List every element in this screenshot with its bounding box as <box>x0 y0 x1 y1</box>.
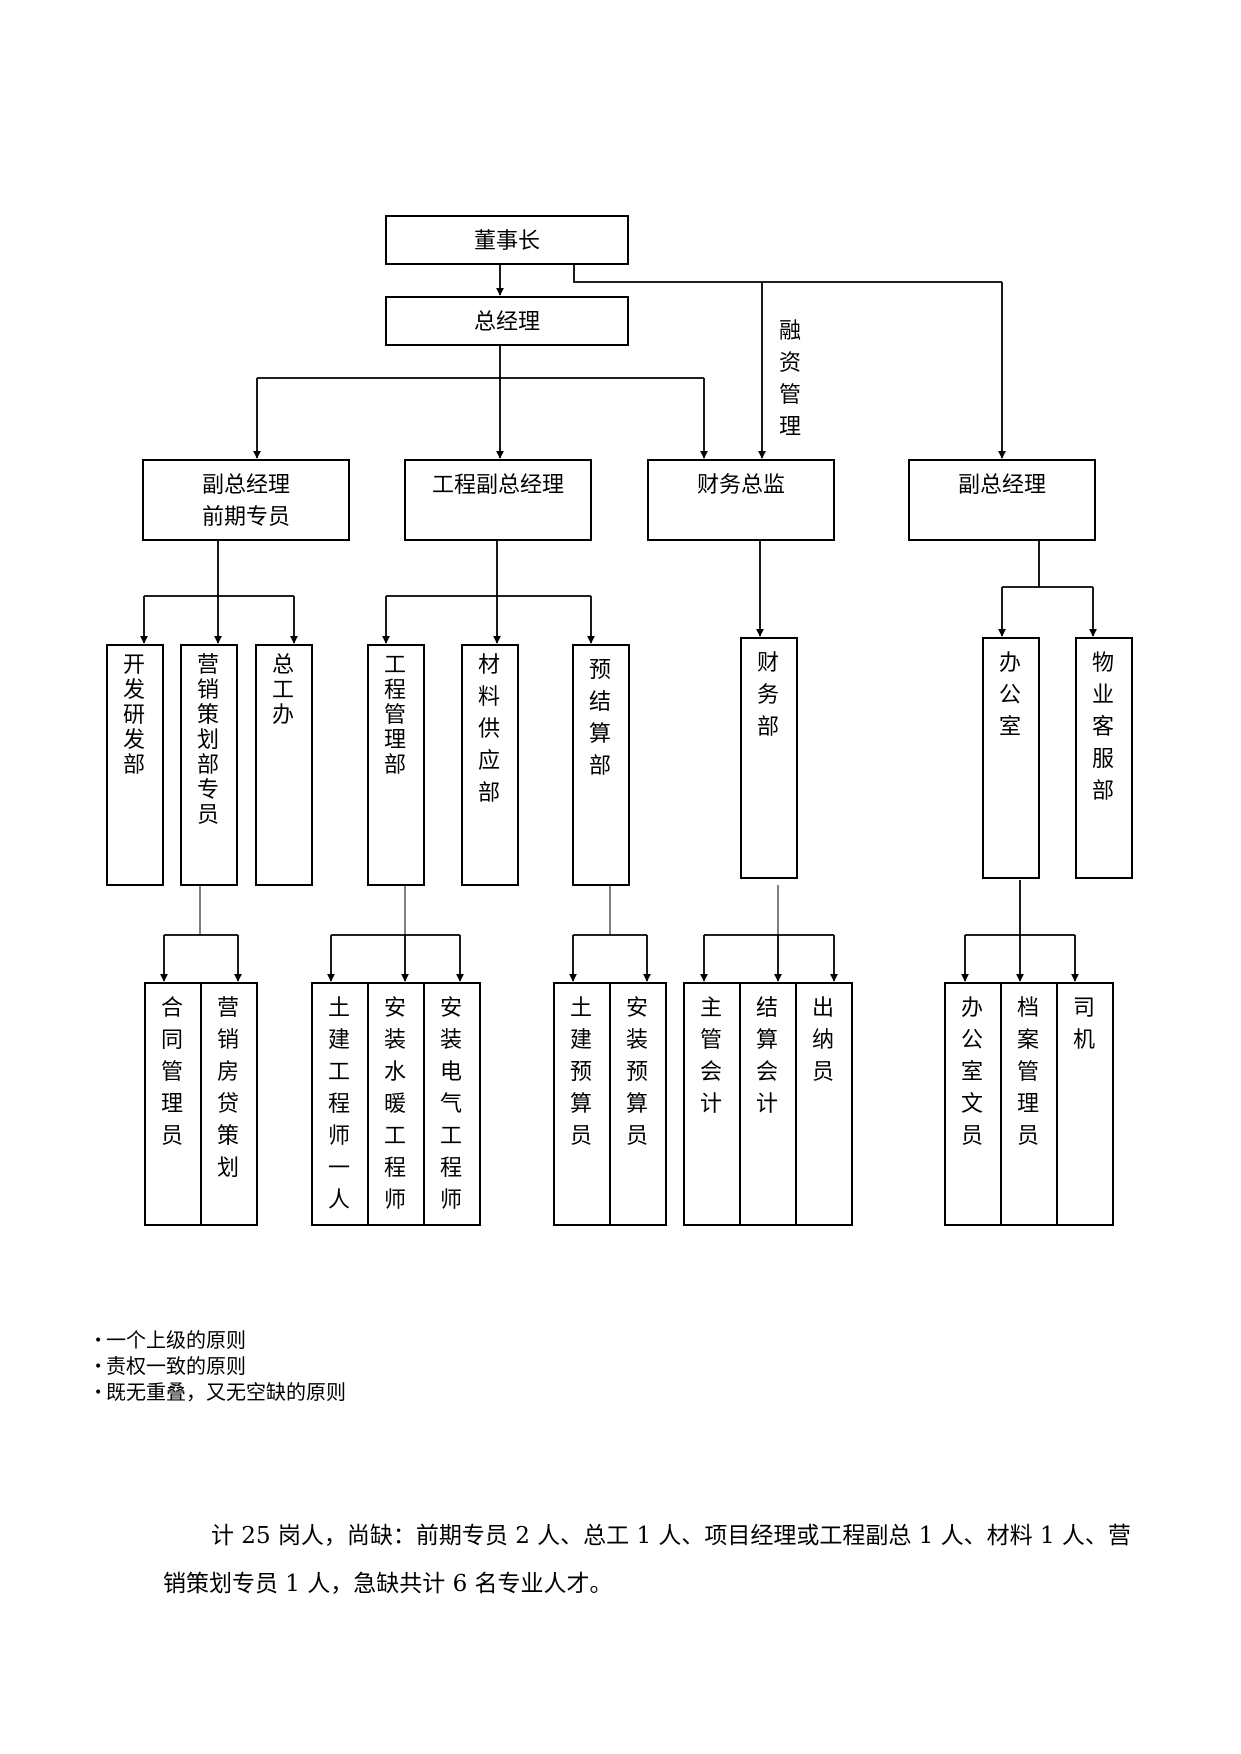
node-cashier: 出纳员 <box>795 982 853 1226</box>
vgm-pre-box <box>142 459 350 541</box>
cfo-box <box>647 459 835 541</box>
principle-item: 既无重叠，又无空缺的原则 <box>94 1380 346 1406</box>
node-contract-clerk: 合同管理员 <box>144 982 202 1226</box>
office-box <box>982 637 1040 879</box>
contract-clerk-label: 合同管理员 <box>161 996 183 1149</box>
vgm-right-box <box>908 459 1096 541</box>
civil-engineer-label: 土建工程师一人 <box>328 996 350 1213</box>
materials-box <box>461 644 519 886</box>
marketing-box <box>180 644 238 886</box>
cashier-label: 出纳员 <box>812 996 834 1085</box>
contract-clerk-box <box>144 982 202 1226</box>
node-install-estimator: 安装预算员 <box>609 982 667 1226</box>
node-cfo: 财务总监 <box>647 459 835 541</box>
chairman-label: 董事长 <box>474 229 540 254</box>
eng-vgm-label: 工程副总经理 <box>432 473 564 498</box>
node-property: 物业客服部 <box>1075 637 1133 879</box>
materials-label: 材料供应部 <box>478 653 500 806</box>
budget-box <box>572 644 630 886</box>
node-finance-dept: 财务部 <box>740 637 798 879</box>
node-mortgage-planning: 营销房贷策划 <box>200 982 258 1226</box>
node-vgm-pre: 副总经理 前期专员 <box>142 459 350 541</box>
office-label: 办公室 <box>999 651 1021 740</box>
staffing-summary: 计 25 岗人，尚缺：前期专员 2 人、总工 1 人、项目经理或工程副总 1 人… <box>163 1523 1131 1597</box>
node-electrical-engineer: 安装电气工程师 <box>423 982 481 1226</box>
node-office: 办公室 <box>982 637 1040 879</box>
settlement-accountant-label: 结算会计 <box>756 996 778 1117</box>
eng-mgmt-label: 工程管理部 <box>384 653 406 778</box>
cashier-box <box>795 982 853 1226</box>
vgm-pre-label: 副总经理 <box>202 473 290 498</box>
node-civil-estimator: 土建预算员 <box>553 982 611 1226</box>
node-chief-eng-office: 总工办 <box>255 644 313 886</box>
principle-item: 一个上级的原则 <box>94 1328 346 1354</box>
settlement-accountant-box <box>739 982 797 1226</box>
chief-accountant-label: 主管会计 <box>700 996 722 1117</box>
financing-label: 融资管理 <box>779 319 801 440</box>
driver-box <box>1056 982 1114 1226</box>
finance-dept-label: 财务部 <box>757 651 779 740</box>
mortgage-planning-box <box>200 982 258 1226</box>
node-chairman: 董事长 <box>385 215 629 265</box>
marketing-label: 营销策划部专员 <box>197 653 219 828</box>
chief-eng-office-box <box>255 644 313 886</box>
node-vgm-right: 副总经理 <box>908 459 1096 541</box>
plumbing-hvac-engineer-label: 安装水暖工程师 <box>384 996 406 1213</box>
eng-vgm-box <box>404 459 592 541</box>
office-clerk-box <box>944 982 1002 1226</box>
cfo-label: 财务总监 <box>697 473 785 498</box>
node-archivist: 档案管理员 <box>1000 982 1058 1226</box>
gm-label: 总经理 <box>474 310 540 335</box>
property-label: 物业客服部 <box>1092 651 1114 804</box>
node-plumbing-hvac-engineer: 安装水暖工程师 <box>367 982 425 1226</box>
budget-label: 预结算部 <box>589 658 611 779</box>
connector-chairman-branch <box>573 265 1002 283</box>
node-office-clerk: 办公室文员 <box>944 982 1002 1226</box>
node-gm: 总经理 <box>385 296 629 346</box>
mortgage-planning-label: 营销房贷策划 <box>217 996 239 1181</box>
node-driver: 司机 <box>1056 982 1114 1226</box>
vgm-right-label: 副总经理 <box>958 473 1046 498</box>
civil-engineer-box <box>311 982 369 1226</box>
electrical-engineer-label: 安装电气工程师 <box>440 996 462 1213</box>
node-settlement-accountant: 结算会计 <box>739 982 797 1226</box>
civil-estimator-label: 土建预算员 <box>570 996 592 1149</box>
install-estimator-box <box>609 982 667 1226</box>
archivist-label: 档案管理员 <box>1017 996 1039 1149</box>
office-clerk-label: 办公室文员 <box>961 996 983 1149</box>
vgm-pre-sublabel: 前期专员 <box>202 505 290 530</box>
finance-dept-box <box>740 637 798 879</box>
node-budget: 预结算部 <box>572 644 630 886</box>
node-civil-engineer: 土建工程师一人 <box>311 982 369 1226</box>
node-dev-research: 开发研发部 <box>106 644 164 886</box>
chairman-box <box>385 215 629 265</box>
node-eng-vgm: 工程副总经理 <box>404 459 592 541</box>
connectors <box>140 265 1097 982</box>
eng-mgmt-box <box>367 644 425 886</box>
gm-box <box>385 296 629 346</box>
dev-research-box <box>106 644 164 886</box>
driver-label: 司机 <box>1073 996 1095 1053</box>
electrical-engineer-box <box>423 982 481 1226</box>
principle-item: 责权一致的原则 <box>94 1354 346 1380</box>
node-marketing: 营销策划部专员 <box>180 644 238 886</box>
node-materials: 材料供应部 <box>461 644 519 886</box>
principles-list: 一个上级的原则 责权一致的原则 既无重叠，又无空缺的原则 <box>94 1328 346 1406</box>
dev-research-label: 开发研发部 <box>123 653 145 778</box>
node-eng-mgmt: 工程管理部 <box>367 644 425 886</box>
plumbing-hvac-engineer-box <box>367 982 425 1226</box>
node-chief-accountant: 主管会计 <box>683 982 741 1226</box>
chief-eng-office-label: 总工办 <box>272 653 294 728</box>
property-box <box>1075 637 1133 879</box>
install-estimator-label: 安装预算员 <box>626 996 648 1149</box>
